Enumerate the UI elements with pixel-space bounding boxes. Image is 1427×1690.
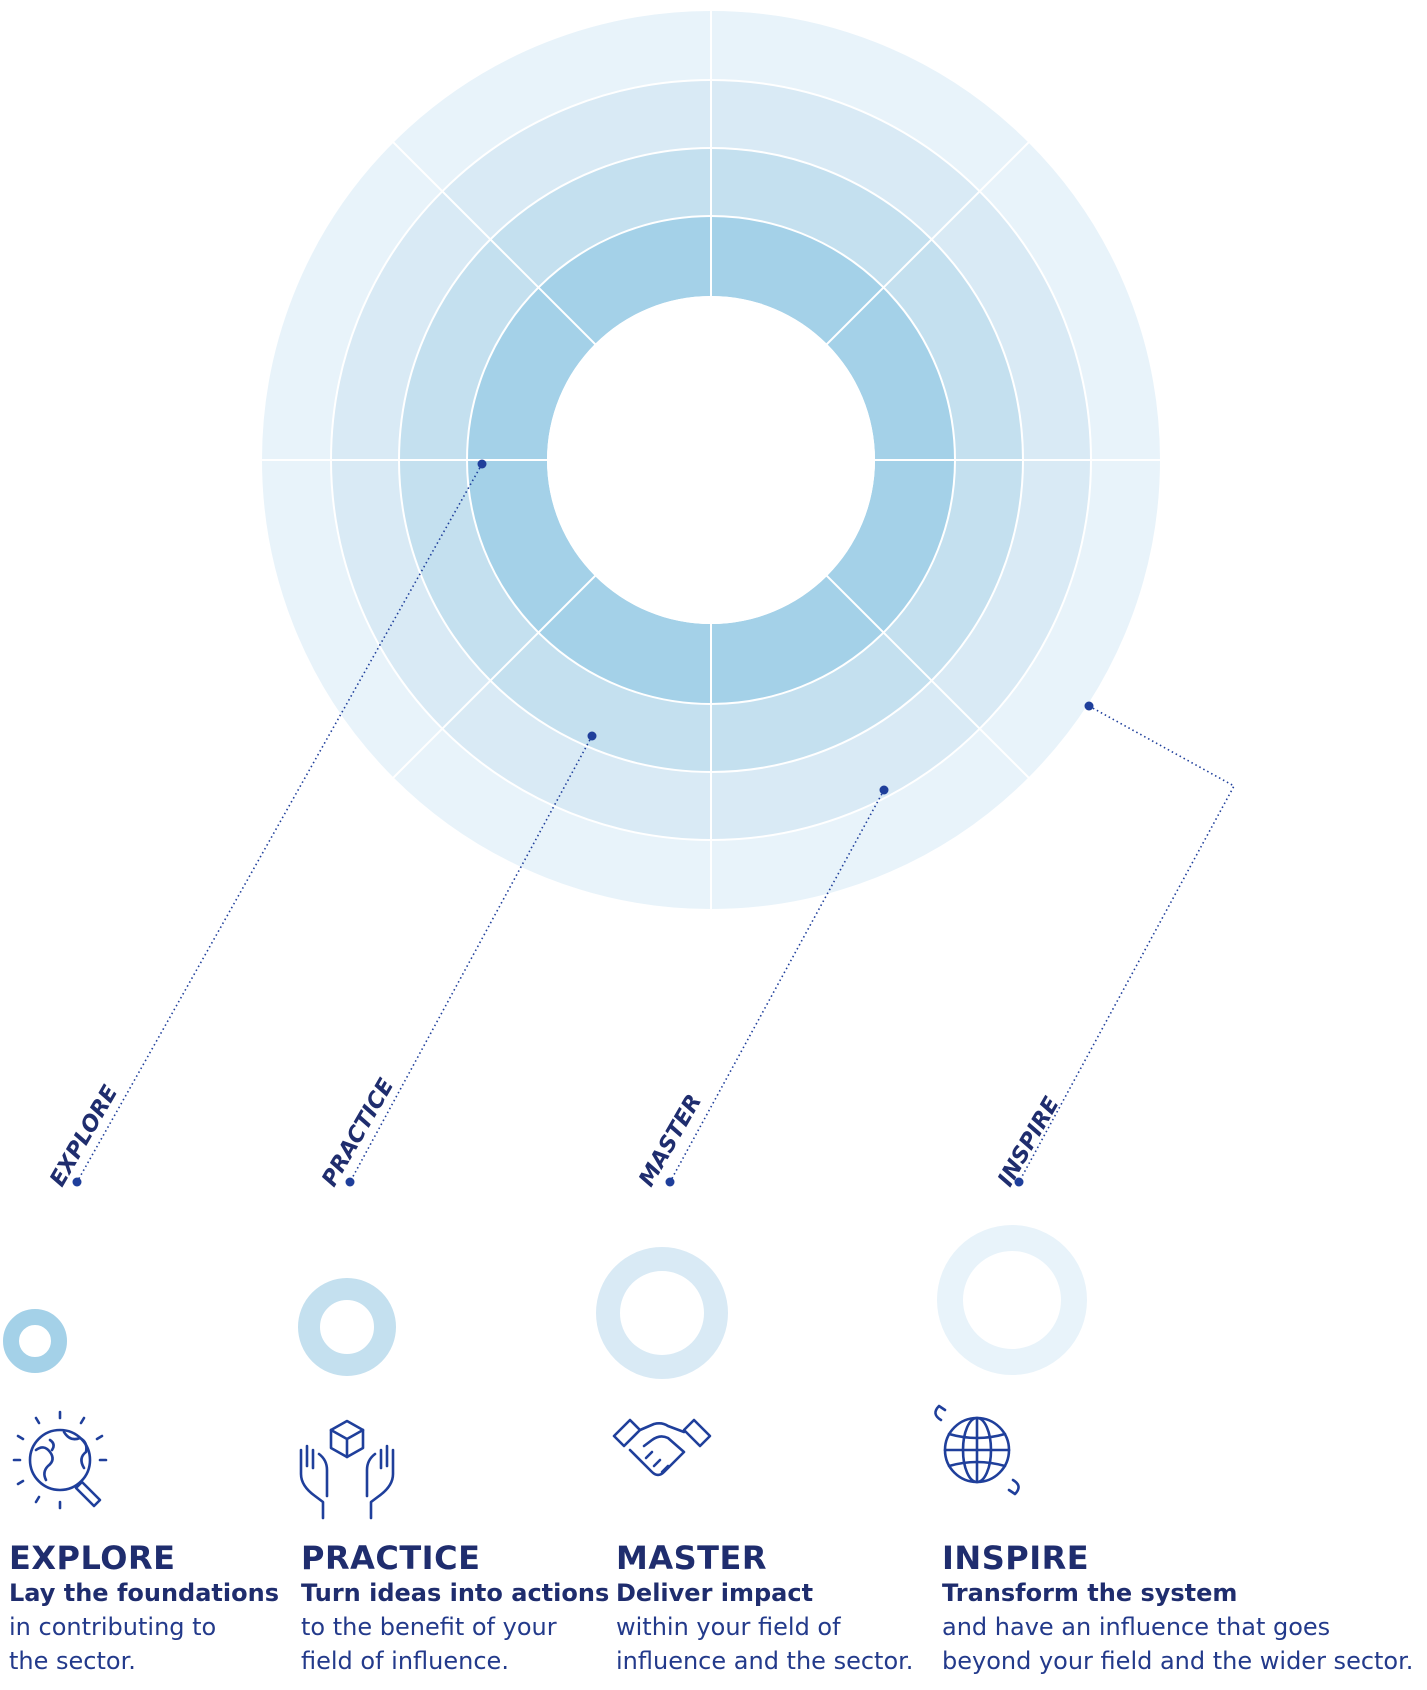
stage-ring-legend	[3, 1225, 1087, 1379]
connector-dot-explore-end	[72, 1177, 82, 1187]
stage-description-explore: in contributing to the sector.	[9, 1610, 279, 1678]
stage-title-master: MASTER	[616, 1539, 767, 1577]
connector-dot-explore-start	[477, 459, 487, 469]
ring-inspire	[937, 1225, 1087, 1375]
globe-orbit-icon	[934, 1404, 1020, 1496]
handshake-icon	[612, 1418, 712, 1477]
description-line: influence and the sector.	[616, 1647, 914, 1675]
stage-column-explore: EXPLORE Lay the foundations in contribut…	[9, 1540, 279, 1678]
connector-dot-inspire-start	[1084, 701, 1094, 711]
connector-dot-master-end	[665, 1177, 675, 1187]
globe-magnifier-icon	[12, 1410, 108, 1510]
description-line: and have an influence that goes	[942, 1613, 1331, 1641]
rotated-stage-labels: EXPLORE PRACTICE MASTER INSPIRE	[46, 1075, 1065, 1191]
description-line: the sector.	[9, 1647, 136, 1675]
stage-description-practice: to the benefit of your field of influenc…	[301, 1610, 609, 1678]
description-line: beyond your field and the wider sector.	[942, 1647, 1414, 1675]
connector-line-inspire	[1018, 705, 1236, 1183]
stage-title-explore: EXPLORE	[9, 1539, 176, 1577]
connector-dot-master-start	[879, 785, 889, 795]
ring-dividers	[259, 8, 1163, 912]
stage-label-practice: PRACTICE	[318, 1075, 400, 1191]
hands-cube-icon	[299, 1419, 395, 1520]
description-line: within your field of	[616, 1613, 841, 1641]
stage-label-master: MASTER	[635, 1090, 708, 1191]
stage-description-inspire: and have an influence that goes beyond y…	[942, 1610, 1413, 1678]
stage-column-practice: PRACTICE Turn ideas into actions to the …	[301, 1540, 609, 1678]
stage-subtitle-practice: Turn ideas into actions	[301, 1579, 610, 1607]
stage-label-inspire: INSPIRE	[994, 1093, 1065, 1191]
stage-title-inspire: INSPIRE	[942, 1539, 1090, 1577]
description-line: field of influence.	[301, 1647, 509, 1675]
connector-dot-practice-end	[345, 1177, 355, 1187]
stage-description-master: within your field of influence and the s…	[616, 1610, 913, 1678]
ring-master	[596, 1247, 728, 1379]
ring-center-cover	[547, 296, 875, 624]
stage-label-explore: EXPLORE	[46, 1081, 124, 1191]
description-line: to the benefit of your	[301, 1613, 557, 1641]
stage-subtitle-inspire: Transform the system	[942, 1579, 1238, 1607]
description-line: in contributing to	[9, 1613, 217, 1641]
stage-column-master: MASTER Deliver impact within your field …	[616, 1540, 913, 1678]
ring-practice	[298, 1278, 396, 1376]
stage-subtitle-master: Deliver impact	[616, 1579, 814, 1607]
connector-dot-inspire-end	[1014, 1177, 1024, 1187]
ring-explore	[3, 1309, 67, 1373]
connectors	[72, 459, 1236, 1187]
stage-title-practice: PRACTICE	[301, 1539, 481, 1577]
stage-column-inspire: INSPIRE Transform the system and have an…	[942, 1540, 1413, 1678]
connector-dot-practice-start	[587, 731, 597, 741]
stage-subtitle-explore: Lay the foundations	[9, 1579, 279, 1607]
